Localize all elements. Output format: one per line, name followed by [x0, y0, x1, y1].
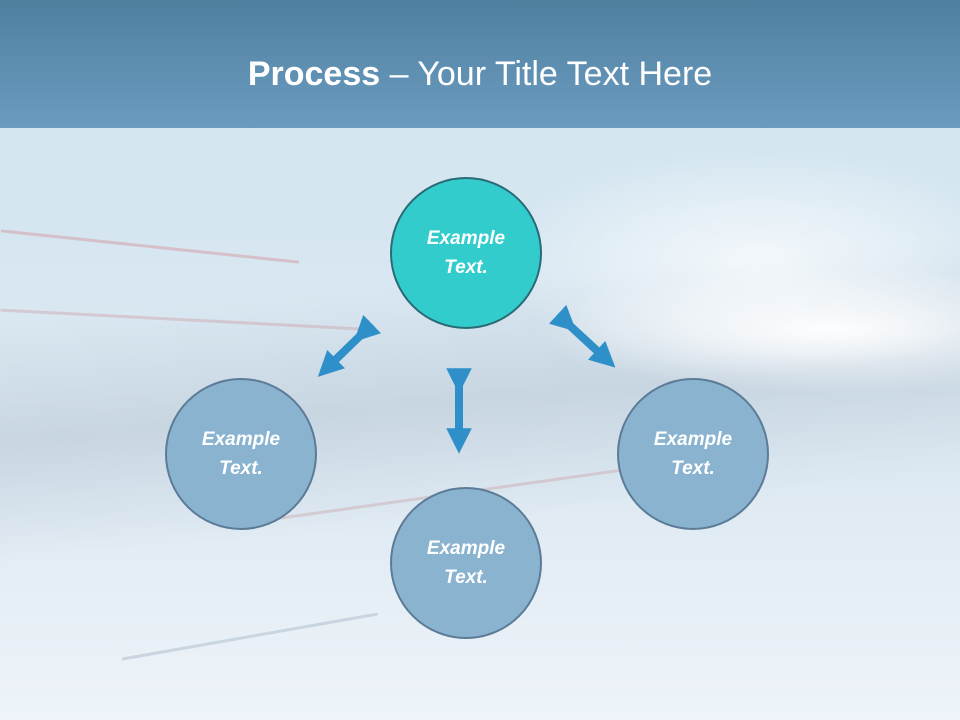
double-arrow-top-left: [317, 314, 382, 377]
double-arrow-top-right: [548, 304, 616, 368]
node-label-line1: Example: [653, 429, 733, 450]
slide-title: Process – Your Title Text Here: [0, 52, 960, 96]
node-label-line1: Example: [426, 538, 506, 559]
node-label-line1: Example: [201, 429, 281, 450]
node-label-line2: Text.: [671, 458, 715, 479]
node-label-line1: Example: [426, 228, 506, 249]
node-label-line2: Text.: [219, 458, 263, 479]
title-bar: Process – Your Title Text Here: [0, 0, 960, 128]
title-bold-text: Process: [247, 55, 381, 93]
node-label-line2: Text.: [444, 567, 488, 588]
title-rest-text: – Your Title Text Here: [380, 55, 713, 93]
node-label-line2: Text.: [444, 257, 488, 278]
